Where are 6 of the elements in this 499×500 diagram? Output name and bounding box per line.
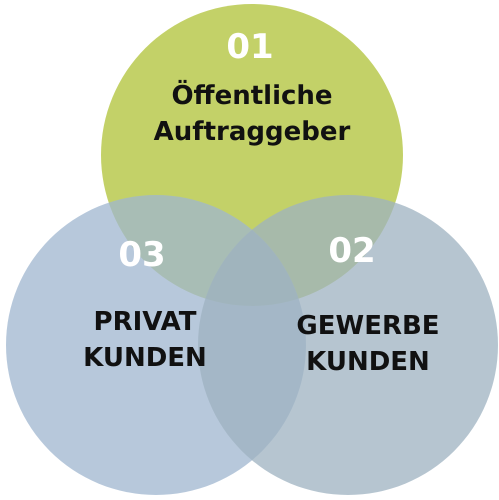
section-number: 01 [225,28,275,66]
section-title: Öffentliche Auftraggeber [152,78,352,149]
section-number: 03 [117,236,167,274]
section-title: PRIVAT KUNDEN [82,306,208,375]
section-number: 02 [327,232,377,270]
section-title: GEWERBE KUNDEN [295,310,441,379]
